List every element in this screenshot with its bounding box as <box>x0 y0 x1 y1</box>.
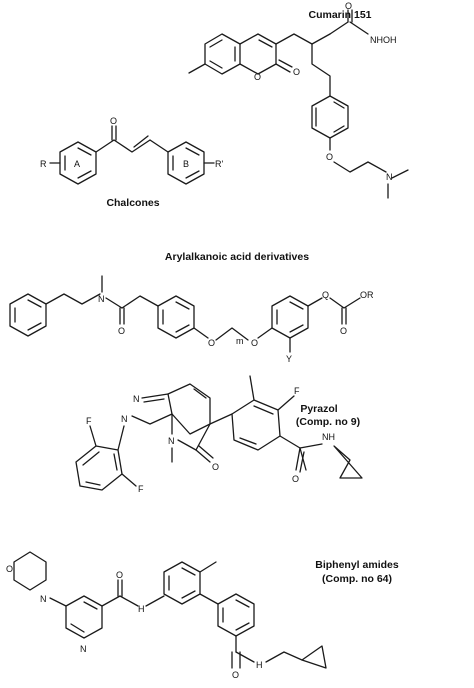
biphenyl-nh1: H <box>138 604 145 614</box>
cumarin-151-structure: Cumarin 151 O O O NHOH O N <box>188 1 409 199</box>
biphenyl-subtitle: (Comp. no 64) <box>322 573 392 585</box>
biphenyl-amide2-oxygen: O <box>232 670 239 680</box>
arylalkanoic-q: Q <box>322 290 329 300</box>
pyrazol-title: Pyrazol <box>300 403 337 415</box>
biphenyl-morpholine-nitrogen: N <box>40 594 47 604</box>
arylalkanoic-right-oxygen: O <box>251 338 258 348</box>
biphenyl-pyridine-nitrogen: N <box>80 644 87 654</box>
pyrazol-structure: Pyrazol (Comp. no 9) N N N O F F F NH O <box>75 375 363 494</box>
arylalkanoic-m-repeat: m <box>236 336 244 346</box>
biphenyl-amide1-oxygen: O <box>116 570 123 580</box>
arylalkanoic-or: OR <box>360 290 374 300</box>
biphenyl-title: Biphenyl amides <box>315 559 399 571</box>
biphenyl-nh2: H <box>256 660 263 670</box>
arylalkanoic-ester-oxygen: O <box>340 326 347 336</box>
arylalkanoic-structure: Arylalkanoic acid derivatives N O O m O … <box>9 251 374 364</box>
cumarin-ether-oxygen: O <box>326 152 333 162</box>
chalcones-title: Chalcones <box>106 197 159 209</box>
chalcones-structure: A R O B R' Chalcones <box>40 116 223 209</box>
cumarin-amine-nitrogen: N <box>386 172 393 182</box>
pyrazol-n1: N <box>133 394 140 404</box>
cumarin-carbonyl-oxygen: O <box>345 1 352 11</box>
cumarin-exo-oxygen: O <box>293 67 300 77</box>
chalcone-r-substituent: R <box>40 159 47 169</box>
biphenyl-amides-structure: Biphenyl amides (Comp. no 64) O N N O H … <box>6 551 399 680</box>
chalcone-carbonyl-oxygen: O <box>110 116 117 126</box>
arylalkanoic-amide-oxygen: O <box>118 326 125 336</box>
pyrazol-fluorine-left: F <box>86 416 92 426</box>
pyrazol-fluorine-top: F <box>294 386 300 396</box>
pyrazol-oxygen: O <box>212 462 219 472</box>
pyrazol-amide-oxygen: O <box>292 474 299 484</box>
pyrazol-n2: N <box>121 414 128 424</box>
pyrazol-fluorine-bottom: F <box>138 484 144 494</box>
biphenyl-morpholine-oxygen: O <box>6 564 13 574</box>
chalcone-r-prime-substituent: R' <box>215 159 223 169</box>
cumarin-title: Cumarin 151 <box>308 9 371 21</box>
arylalkanoic-y: Y <box>286 354 292 364</box>
pyrazol-subtitle: (Comp. no 9) <box>296 416 360 428</box>
arylalkanoic-left-oxygen: O <box>208 338 215 348</box>
chalcone-ring-b-label: B <box>183 159 189 169</box>
arylalkanoic-nitrogen: N <box>98 294 105 304</box>
arylalkanoic-title: Arylalkanoic acid derivatives <box>165 251 309 263</box>
cumarin-nhoh: NHOH <box>370 35 397 45</box>
cumarin-ring-oxygen: O <box>254 72 261 82</box>
pyrazol-core-nitrogen: N <box>168 436 175 446</box>
chalcone-ring-a-label: A <box>74 159 80 169</box>
pyrazol-amide-nh: NH <box>322 432 335 442</box>
